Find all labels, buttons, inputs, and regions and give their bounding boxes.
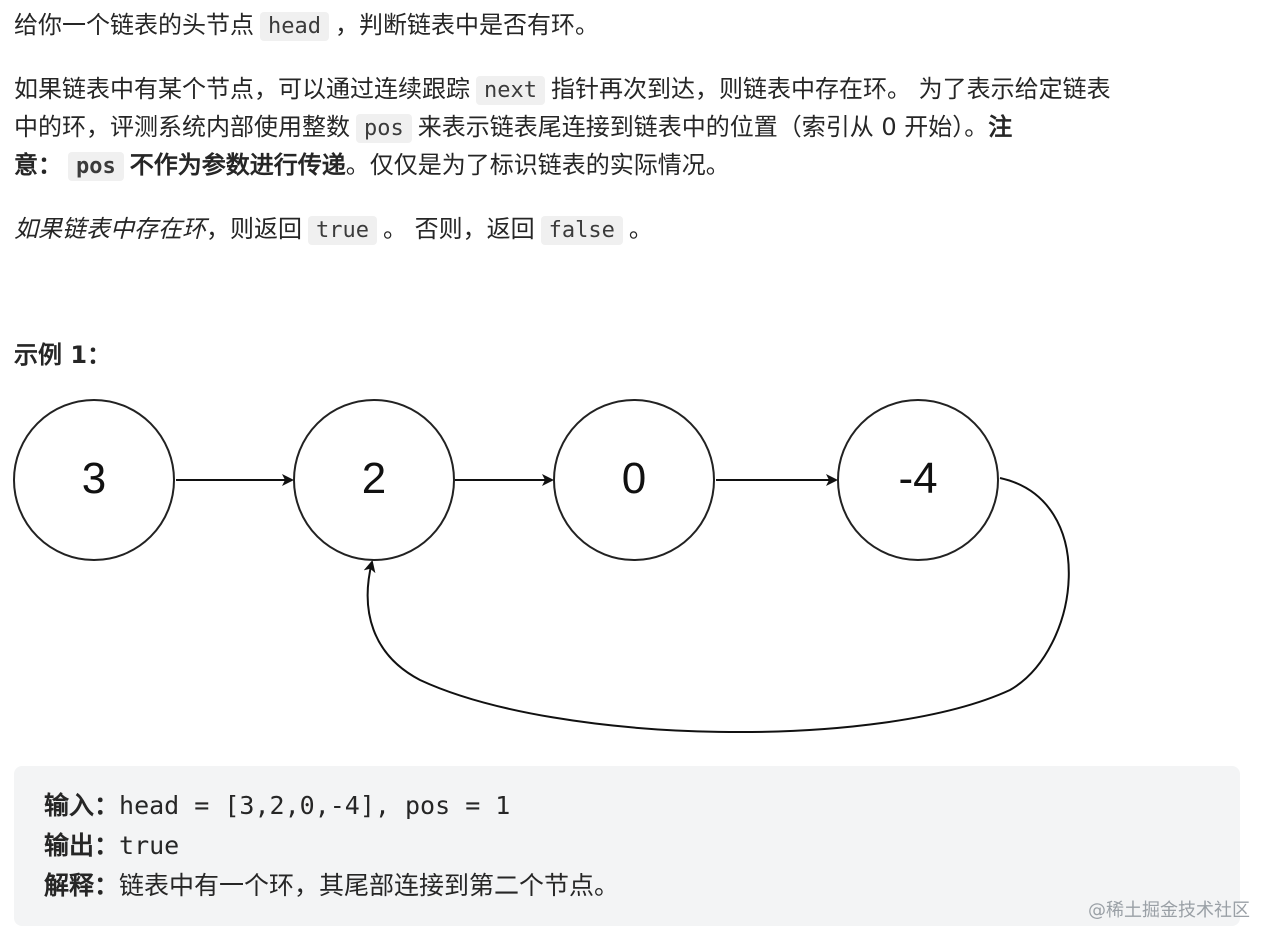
example-box: 输入：head = [3,2,0,-4], pos = 1 输出：true 解释… bbox=[14, 766, 1240, 926]
linked-list-diagram: 3 2 0 -4 bbox=[13, 399, 1070, 734]
p3-italic: 如果链表中存在环 bbox=[14, 215, 206, 243]
watermark: @稀土掘金技术社区 bbox=[1088, 900, 1250, 921]
p2-line1-before: 如果链表中有某个节点，可以通过连续跟踪 bbox=[14, 75, 470, 103]
list-node-2: 2 bbox=[293, 399, 455, 561]
p2-line2-after: 来表示链表尾连接到链表中的位置（索引从 0 开始）。 bbox=[417, 113, 989, 141]
p3-mid1: ，则返回 bbox=[206, 215, 302, 243]
input-label: 输入： bbox=[44, 791, 120, 820]
example-heading: 示例 1： bbox=[14, 341, 112, 369]
output-label: 输出： bbox=[44, 831, 120, 860]
node-value-3: 0 bbox=[622, 454, 646, 503]
code-false: false bbox=[540, 216, 623, 245]
code-next: next bbox=[476, 76, 545, 105]
input-value: head = [3,2,0,-4], pos = 1 bbox=[119, 791, 511, 820]
explain-label: 解释： bbox=[44, 871, 120, 900]
example-input-row: 输入：head = [3,2,0,-4], pos = 1 bbox=[44, 788, 510, 824]
cycle-edge-node4-to-node2 bbox=[363, 477, 1070, 734]
node-value-2: 2 bbox=[362, 454, 386, 503]
code-pos-bold: pos bbox=[68, 152, 124, 181]
p2-line3-bold-after: 不作为参数进行传递 bbox=[129, 151, 346, 179]
example-output-row: 输出：true bbox=[44, 828, 179, 864]
p1-text-before: 给你一个链表的头节点 bbox=[14, 11, 254, 39]
code-head: head bbox=[260, 12, 329, 41]
p3-end: 。 bbox=[628, 215, 653, 243]
p2-line1-after: 指针再次到达，则链表中存在环。 为了表示给定链表 bbox=[550, 75, 1111, 103]
node-value-4: -4 bbox=[898, 454, 937, 503]
code-true: true bbox=[308, 216, 377, 245]
p2-line3-after: 。仅仅是为了标识链表的实际情况。 bbox=[345, 151, 730, 179]
p2-line2-before: 中的环，评测系统内部使用整数 bbox=[14, 113, 350, 141]
p1-text-after: ，判断链表中是否有环。 bbox=[334, 11, 599, 39]
node-value-1: 3 bbox=[82, 454, 106, 503]
list-node-4: -4 bbox=[837, 399, 999, 561]
code-pos: pos bbox=[356, 114, 412, 143]
p2-line2-bold: 注 bbox=[988, 113, 1013, 141]
p3-mid2: 。 否则，返回 bbox=[382, 215, 535, 243]
explain-value: 链表中有一个环，其尾部连接到第二个节点。 bbox=[119, 871, 620, 900]
output-value: true bbox=[119, 831, 180, 860]
list-node-3: 0 bbox=[553, 399, 715, 561]
example-explain-row: 解释：链表中有一个环，其尾部连接到第二个节点。 bbox=[44, 868, 619, 904]
p2-line3-bold-start: 意： bbox=[14, 151, 62, 179]
list-node-1: 3 bbox=[13, 399, 175, 561]
